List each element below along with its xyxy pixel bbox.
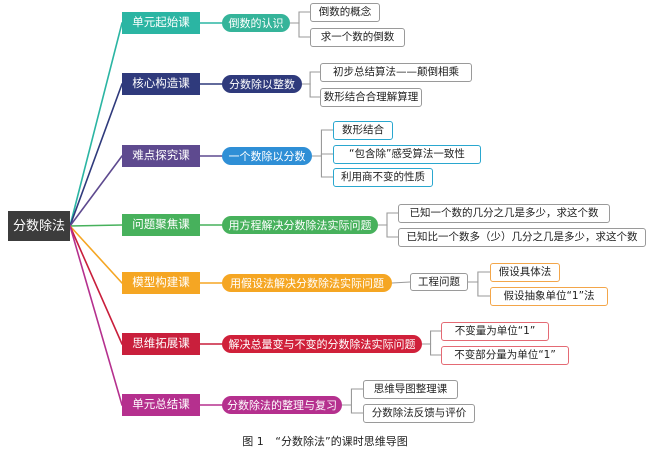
- leaf-node: 不变部分量为单位“1”: [441, 345, 569, 365]
- leaf-node: 数形结合合理解算理: [320, 87, 422, 107]
- leaf-node: “包含除”感受算法一致性: [333, 144, 481, 164]
- lesson-node: 单元起始课: [122, 12, 200, 34]
- leaf-node: 已知比一个数多（少）几分之几是多少，求这个数: [398, 227, 646, 247]
- branch-line-topic-middle: [391, 281, 411, 284]
- branch-line-root-lesson: [69, 225, 123, 345]
- leaf-node: 数形结合: [333, 120, 393, 140]
- leaf-node: 求一个数的倒数: [310, 27, 405, 47]
- branch-line-root-lesson: [69, 225, 123, 406]
- topic-node: 分数除以整数: [222, 75, 302, 93]
- branch-line-leaf: [468, 281, 490, 297]
- branch-line-root-lesson: [69, 22, 123, 227]
- branch-line-root-lesson: [69, 83, 123, 227]
- lesson-node: 难点探究课: [122, 145, 200, 167]
- branch-line-leaf: [422, 343, 441, 356]
- branch-line-leaf: [342, 404, 363, 414]
- branch-line-root-lesson: [69, 224, 123, 227]
- leaf-node: 不变量为单位“1”: [441, 321, 549, 341]
- lesson-node: 问题聚焦课: [122, 214, 200, 236]
- topic-node: 用方程解决分数除法实际问题: [222, 216, 378, 234]
- branch-line-root-lesson: [69, 225, 123, 284]
- branch-line-leaf: [290, 11, 310, 24]
- topic-node: 一个数除以分数: [222, 147, 312, 165]
- branch-line-leaf: [312, 129, 333, 157]
- figure-caption: 图 1 “分数除法”的课时思维导图: [0, 433, 650, 449]
- lesson-node: 思维拓展课: [122, 333, 200, 355]
- topic-node: 倒数的认识: [222, 14, 290, 32]
- leaf-node: 初步总结算法——颠倒相乘: [320, 62, 472, 82]
- branch-line-leaf: [342, 388, 363, 406]
- topic-node: 用假设法解决分数除法实际问题: [222, 274, 392, 292]
- topic-node: 解决总量变与不变的分数除法实际问题: [222, 335, 422, 353]
- leaf-node: 思维导图整理课: [363, 379, 458, 399]
- branch-line-leaf: [312, 155, 333, 178]
- middle-node: 工程问题: [410, 273, 468, 291]
- branch-line-leaf: [378, 212, 398, 226]
- figure-title: “分数除法”的课时思维导图: [275, 435, 408, 448]
- lesson-node: 核心构造课: [122, 73, 200, 95]
- branch-line-leaf: [302, 71, 320, 85]
- branch-line-root-lesson: [69, 155, 123, 227]
- lesson-node: 模型构建课: [122, 272, 200, 294]
- leaf-node: 倒数的概念: [310, 2, 380, 22]
- leaf-node: 假设具体法: [490, 262, 560, 282]
- branch-line-leaf: [468, 271, 490, 283]
- branch-line-leaf: [302, 83, 320, 98]
- leaf-node: 分数除法反馈与评价: [363, 403, 475, 423]
- branch-line-leaf: [378, 224, 398, 238]
- leaf-node: 假设抽象单位“1”法: [490, 286, 608, 306]
- root-node: 分数除法: [8, 211, 70, 241]
- branch-line-leaf: [290, 22, 310, 38]
- figure-number: 图 1: [242, 435, 264, 448]
- leaf-node: 已知一个数的几分之几是多少，求这个数: [398, 203, 610, 223]
- lesson-node: 单元总结课: [122, 394, 200, 416]
- leaf-node: 利用商不变的性质: [333, 167, 433, 187]
- branch-line-leaf: [422, 330, 441, 345]
- topic-node: 分数除法的整理与复习: [222, 396, 342, 414]
